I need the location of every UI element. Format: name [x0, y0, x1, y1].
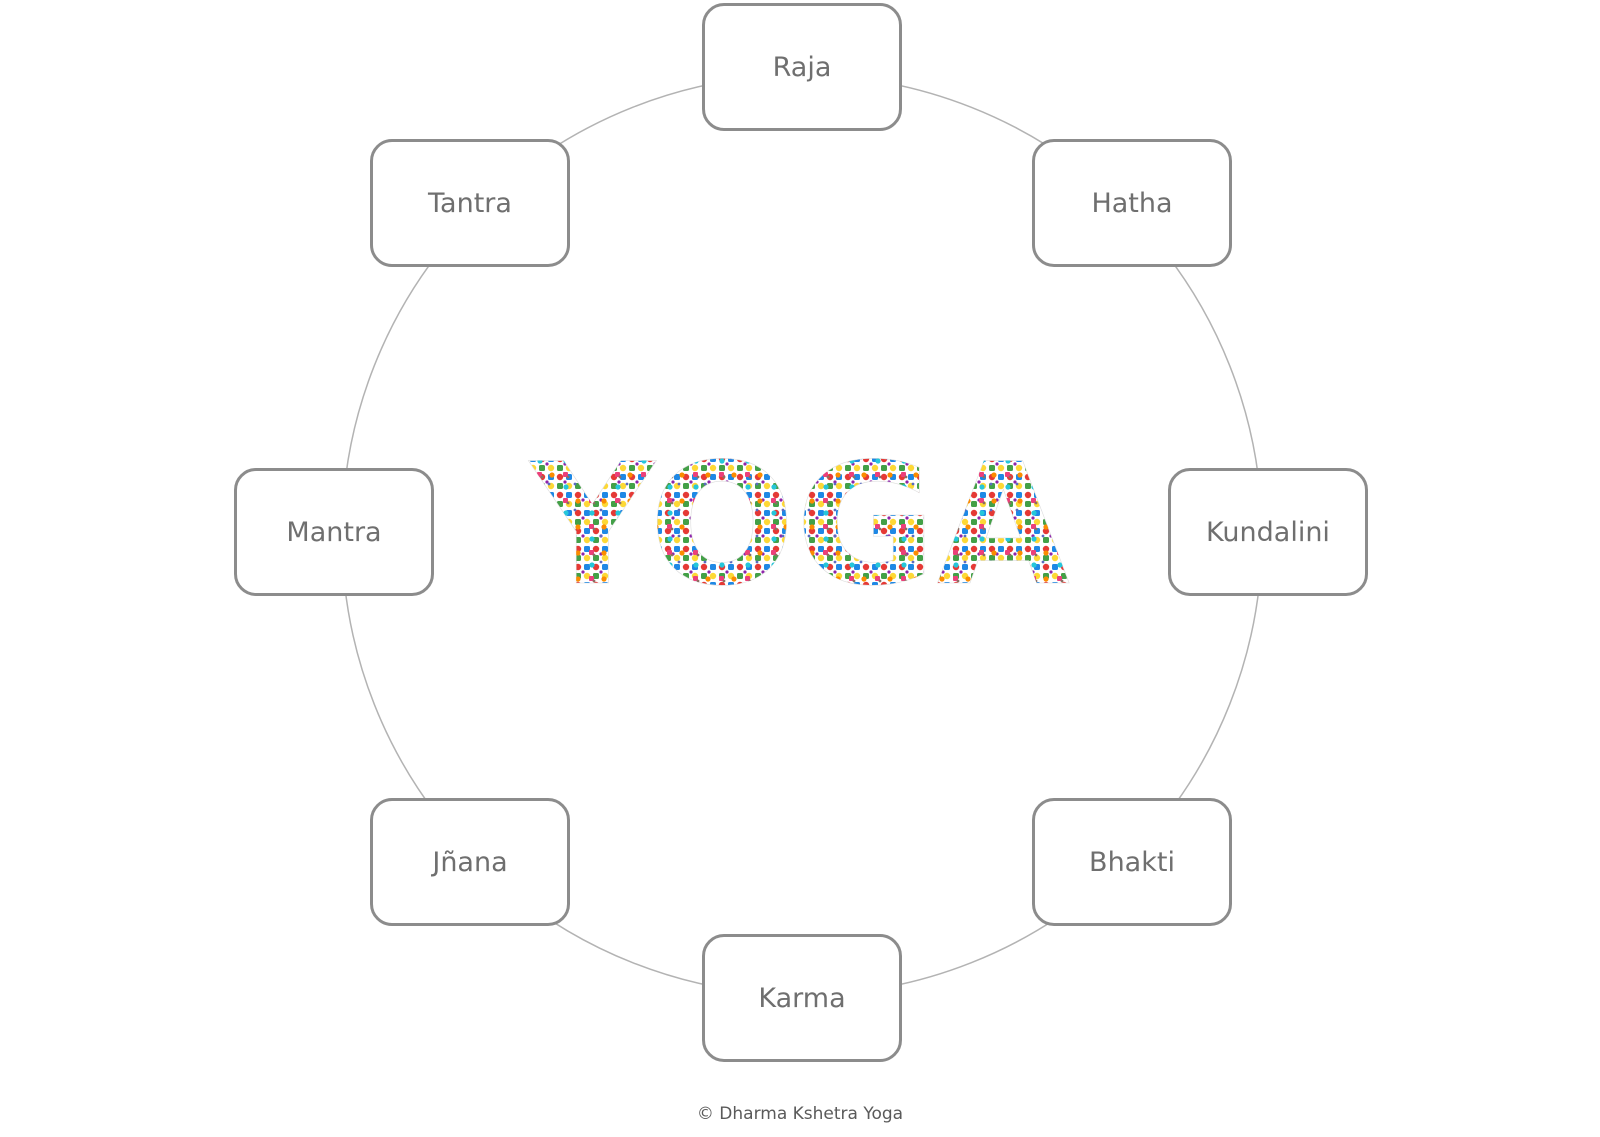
yoga-logo-text: YOGA [528, 455, 1070, 605]
node-label-hatha: Hatha [1091, 187, 1173, 219]
node-label-tantra: Tantra [428, 187, 512, 219]
node-mantra: Mantra [234, 468, 434, 596]
node-kundalini: Kundalini [1168, 468, 1368, 596]
node-label-raja: Raja [772, 51, 832, 83]
node-label-mantra: Mantra [286, 516, 382, 548]
node-raja: Raja [702, 3, 902, 131]
node-hatha: Hatha [1032, 139, 1232, 267]
node-label-kundalini: Kundalini [1206, 516, 1330, 548]
copyright-credit: © Dharma Kshetra Yoga [696, 1104, 904, 1124]
yoga-logo-overlay: YOGA [528, 455, 1070, 605]
node-jnana: Jñana [370, 798, 570, 926]
node-tantra: Tantra [370, 139, 570, 267]
node-bhakti: Bhakti [1032, 798, 1232, 926]
yoga-mosaic-logo: YOGA YOGA [528, 455, 1071, 605]
node-label-jnana: Jñana [432, 846, 508, 878]
node-label-karma: Karma [758, 982, 846, 1014]
node-label-bhakti: Bhakti [1089, 846, 1175, 878]
node-karma: Karma [702, 934, 902, 1062]
